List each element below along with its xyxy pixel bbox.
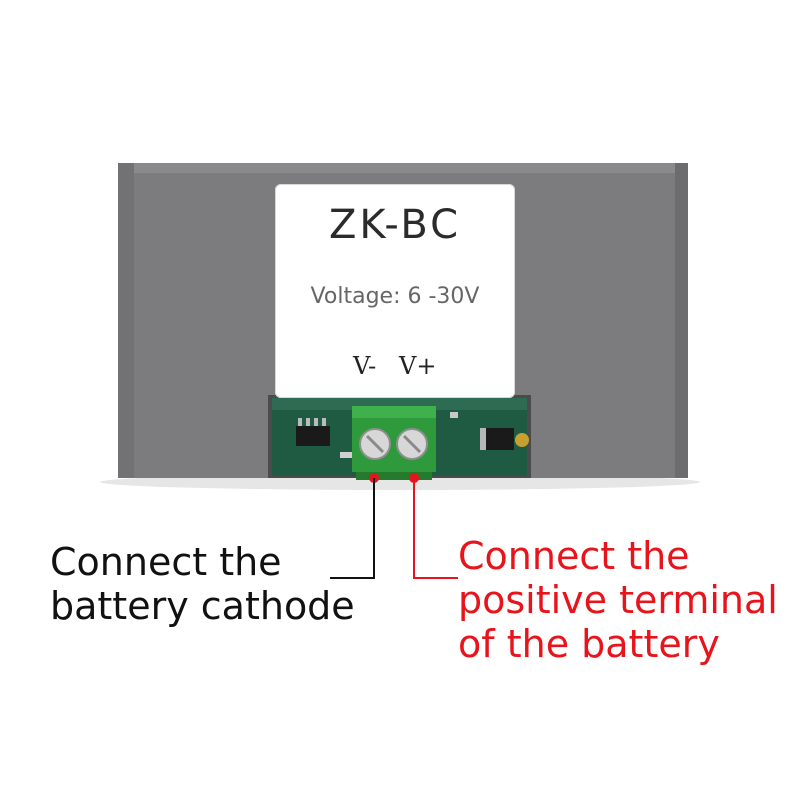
positive-leader-line [409,473,458,579]
spec-label: ZK-BC Voltage: 6 -30V V- V+ [275,184,515,398]
positive-callout-line1: Connect the [458,534,690,578]
pin-positive-label: V+ [399,352,437,380]
negative-callout-line1: Connect the [50,540,282,584]
model-name: ZK-BC [328,202,462,248]
positive-callout: Connect the positive terminal of the bat… [458,534,778,666]
terminal-block [352,406,436,480]
positive-callout-line2: positive terminal [458,578,778,622]
negative-callout-line2: battery cathode [50,584,355,628]
negative-callout: Connect the battery cathode [50,540,355,628]
negative-leader-line [330,473,379,579]
voltage-rating: Voltage: 6 -30V [310,284,480,309]
positive-callout-line3: of the battery [458,622,720,666]
pin-negative-label: V- [353,352,377,380]
